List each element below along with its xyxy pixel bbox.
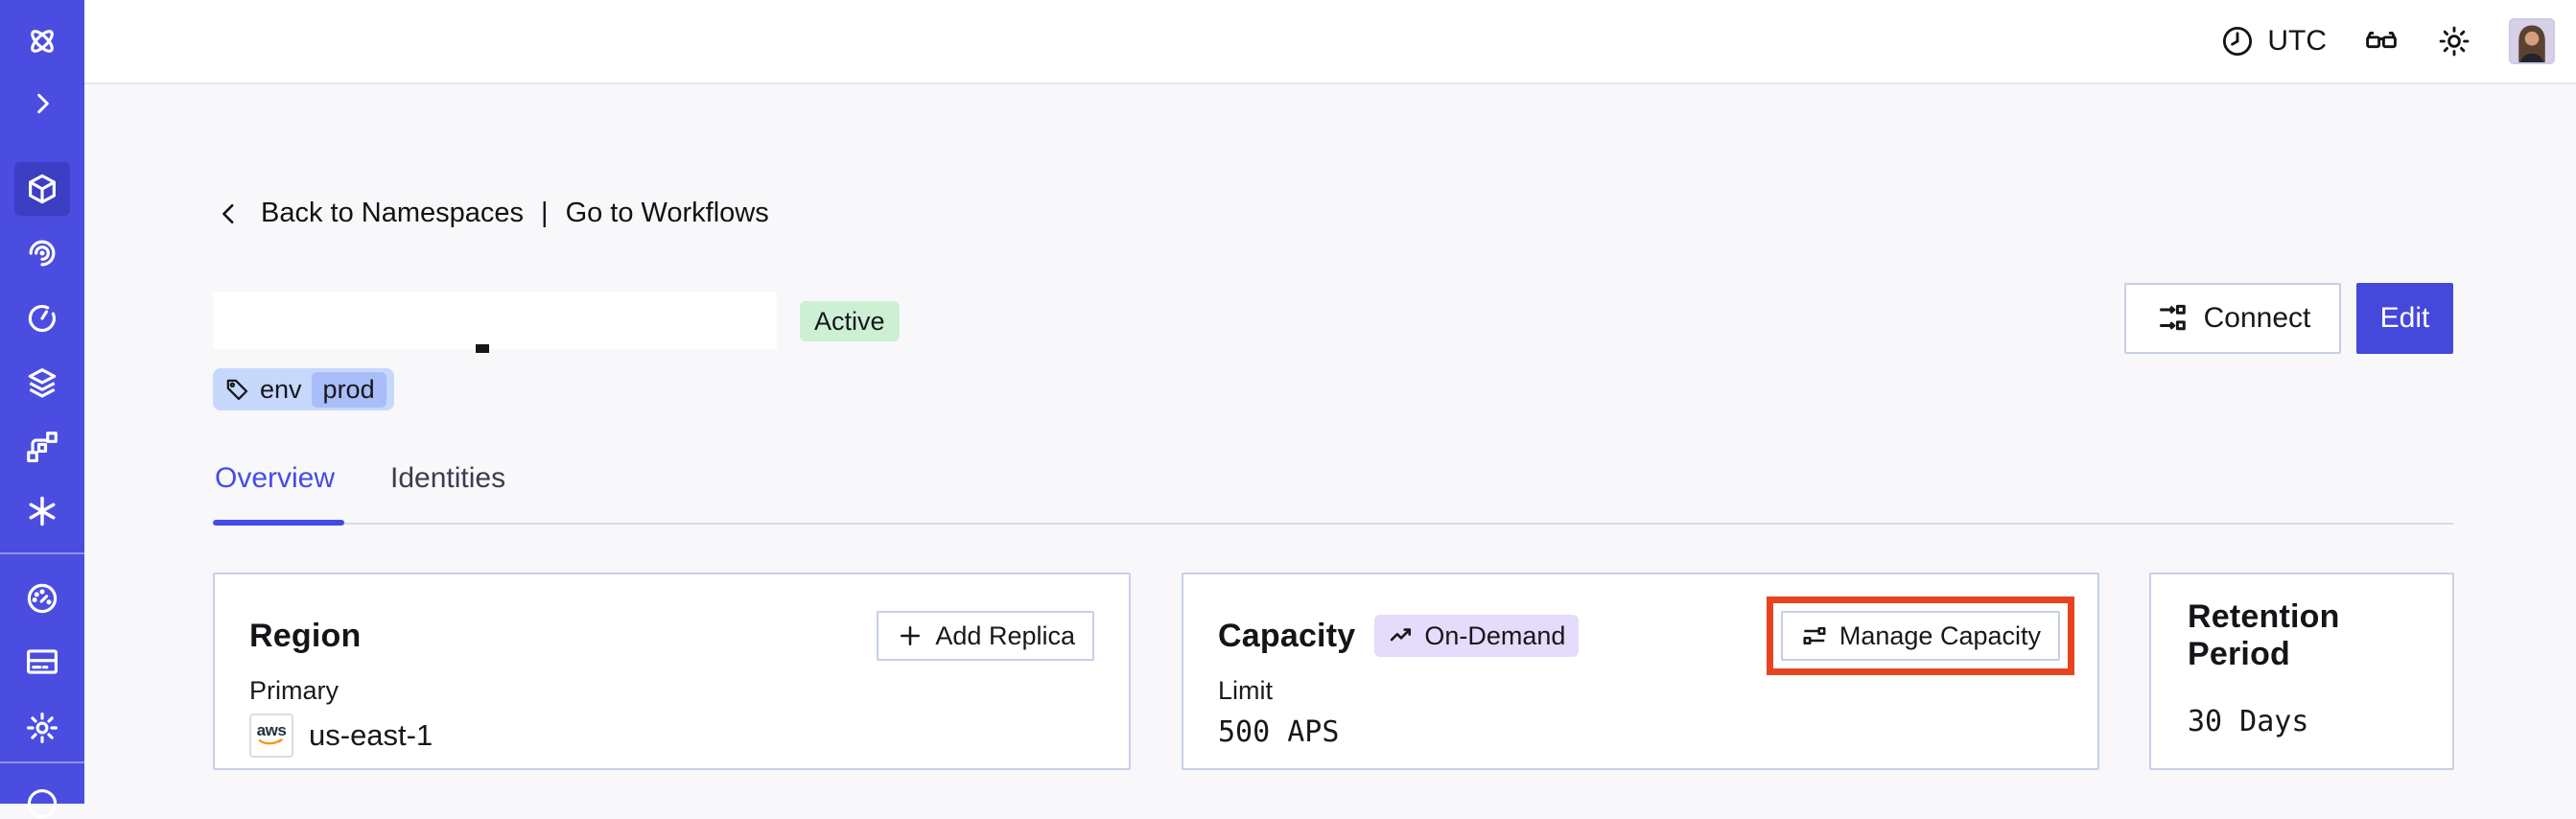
aws-logo-text: aws [256,720,287,739]
capacity-card-title: Capacity [1218,617,1356,654]
aws-smile-icon [258,737,285,744]
trending-up-icon [1388,622,1415,649]
add-replica-button[interactable]: Add Replica [877,611,1094,661]
back-chevron-icon[interactable] [215,199,244,228]
sidebar-item-billing[interactable] [0,644,84,680]
breadcrumb-separator: | [541,198,549,228]
breadcrumb: Back to Namespaces | Go to Workflows [215,198,769,229]
limit-label: Limit [1218,676,1274,705]
timezone-selector[interactable]: UTC [2219,23,2327,59]
pipelines-branch-icon [27,432,58,462]
add-replica-label: Add Replica [935,620,1075,650]
sidebar-item-pipelines[interactable] [0,429,84,465]
region-card: Region Add Replica Primary aws us-east-1 [213,573,1131,770]
tag-value: prod [311,371,386,408]
schedules-timer-icon [28,304,56,333]
redacted-namespace-title [213,292,777,349]
manage-capacity-highlight: Manage Capacity [1766,597,2074,675]
billing-card-icon [27,649,58,674]
workflows-spiral-icon [29,240,56,267]
timezone-label: UTC [2267,25,2327,57]
capacity-card: Capacity On-Demand [1182,573,2099,770]
breadcrumb-workflows-link[interactable]: Go to Workflows [565,198,769,228]
connect-button[interactable]: Connect [2124,283,2341,354]
avatar-image [2511,20,2553,62]
theme-sun-icon[interactable] [2436,23,2472,59]
tab-overview[interactable]: Overview [215,462,336,494]
batch-asterisk-icon [29,496,56,526]
breadcrumb-back-link[interactable]: Back to Namespaces [261,198,525,228]
sidebar-item-schedules[interactable] [0,300,84,337]
manage-capacity-button[interactable]: Manage Capacity [1780,611,2060,661]
usage-gauge-icon [27,583,58,614]
sidebar-item-batch-operations[interactable] [0,493,84,529]
temporal-logo-icon[interactable] [0,23,84,59]
tab-identities[interactable]: Identities [390,462,506,494]
sidebar-item-usage[interactable] [0,580,84,617]
namespaces-cube-icon [29,174,56,204]
sidebar-item-deployments[interactable] [0,364,84,401]
limit-value: 500 APS [1218,715,1340,749]
settings-gear-icon [27,713,58,743]
user-avatar[interactable] [2509,18,2555,64]
region-card-title: Region [249,617,362,654]
edit-button[interactable]: Edit [2356,283,2453,354]
tag-icon [224,377,250,403]
glasses-icon[interactable] [2363,23,2400,59]
sidebar-expand-chevron-icon[interactable] [0,88,84,119]
active-tab-underline [213,520,344,526]
support-circle-icon [27,788,58,819]
sliders-icon [1800,621,1829,650]
retention-card-title: Retention Period [2188,598,2340,672]
sidebar [0,0,84,819]
on-demand-badge: On-Demand [1374,615,1580,657]
connect-button-label: Connect [2203,302,2311,334]
clock-icon [2219,23,2256,59]
plus-icon [896,621,925,650]
redaction-artifact [476,344,489,353]
sidebar-item-support[interactable] [0,783,84,819]
sidebar-item-workflows[interactable] [0,235,84,271]
on-demand-label: On-Demand [1424,620,1566,650]
sidebar-item-settings[interactable] [0,710,84,746]
connect-icon [2155,301,2190,336]
namespace-tag-chip: env prod [213,368,394,410]
retention-card: Retention Period 30 Days [2149,573,2454,770]
manage-capacity-label: Manage Capacity [1838,620,2041,650]
aws-provider-icon: aws [249,714,293,758]
primary-label: Primary [249,676,339,705]
tab-bar: Overview Identities [215,462,505,520]
retention-value: 30 Days [2188,705,2309,738]
sidebar-item-namespaces[interactable] [0,171,84,207]
region-value: us-east-1 [309,718,433,752]
deployments-layers-icon [28,368,57,398]
tab-bar-divider [213,523,2453,525]
sidebar-divider [0,761,84,763]
status-badge: Active [800,301,900,341]
topbar: UTC [84,0,2576,84]
sidebar-divider [0,552,84,554]
tag-key: env [260,374,302,404]
